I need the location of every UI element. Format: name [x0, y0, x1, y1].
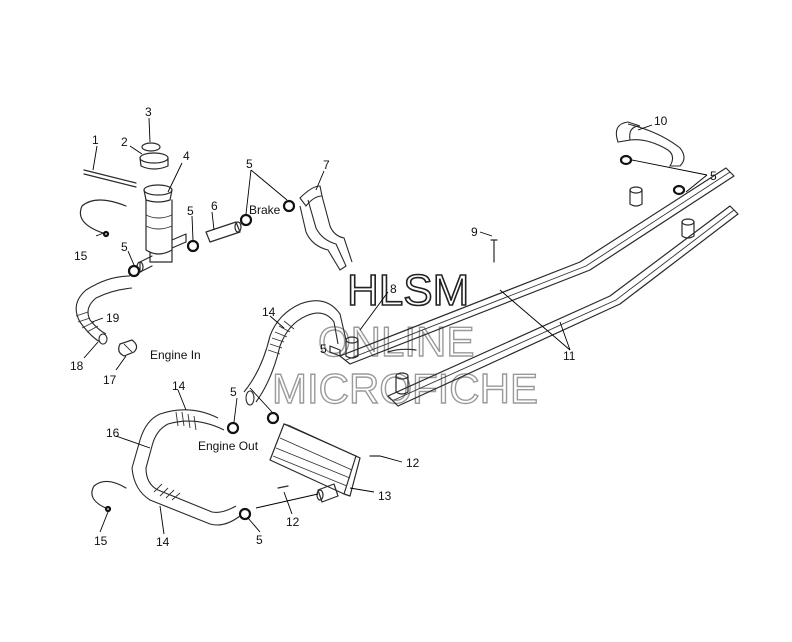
callout-7: 7 — [323, 158, 330, 172]
hose-clamps — [127, 154, 686, 521]
callout-10: 10 — [654, 114, 668, 128]
callout-5a: 5 — [187, 204, 194, 218]
part-2-cap — [139, 152, 169, 170]
part-18-engine-in-hose — [75, 275, 133, 345]
callout-3: 3 — [145, 105, 152, 119]
watermark-line-1: HLSM — [347, 266, 469, 315]
part-11-heat-exchangers — [339, 167, 739, 407]
label-engine-out: Engine Out — [198, 439, 259, 453]
callout-11: 11 — [563, 349, 576, 363]
watermark: HLSM ONLINE MICROFICHE — [271, 265, 538, 413]
part-17-clamp — [118, 339, 138, 357]
part-10-hose — [615, 121, 685, 167]
part-15-clip-upper — [79, 199, 127, 238]
part-15-clip-lower — [91, 480, 127, 513]
callout-5g: 5 — [256, 533, 263, 547]
part-7-brake-hose — [299, 185, 353, 271]
callout-15a: 15 — [74, 249, 88, 263]
callout-5e: 5 — [230, 385, 237, 399]
callout-5f: 5 — [320, 342, 327, 356]
callout-5b: 5 — [121, 240, 128, 254]
callout-19: 19 — [106, 311, 120, 325]
callout-5d: 5 — [710, 169, 717, 183]
callout-14b: 14 — [172, 379, 186, 393]
part-14-hose-upper — [243, 300, 347, 406]
callout-13: 13 — [378, 489, 392, 503]
callout-12b: 12 — [286, 515, 300, 529]
annotations: Brake Engine In Engine Out — [150, 203, 281, 453]
callout-18: 18 — [70, 359, 84, 373]
part-4-reservoir — [136, 184, 187, 273]
part-12-screws — [277, 455, 381, 489]
callout-5c: 5 — [246, 157, 253, 171]
callout-8: 8 — [390, 282, 397, 296]
part-1-rod — [83, 169, 137, 188]
callout-15b: 15 — [94, 534, 108, 548]
callout-numbers: 1 2 3 4 5 5 5 5 5 5 5 6 7 8 9 10 11 12 1… — [70, 105, 717, 549]
callout-14c: 14 — [156, 535, 170, 549]
callout-2: 2 — [121, 135, 128, 149]
part-8-fitting — [329, 345, 341, 357]
label-brake: Brake — [249, 203, 281, 217]
callout-14a: 14 — [262, 305, 276, 319]
part-16-engine-out-hose — [131, 409, 241, 526]
callout-4: 4 — [183, 149, 190, 163]
label-engine-in: Engine In — [150, 348, 201, 362]
leader-lines — [83, 117, 708, 535]
callout-17: 17 — [103, 373, 117, 387]
callout-16: 16 — [106, 426, 120, 440]
callout-6: 6 — [211, 199, 218, 213]
part-3-seal — [141, 142, 161, 152]
part-6-tube — [205, 221, 242, 243]
part-9-screw — [490, 239, 498, 263]
callout-9: 9 — [471, 225, 478, 239]
part-13-cooler — [269, 423, 361, 503]
callout-12a: 12 — [406, 456, 420, 470]
callout-1: 1 — [92, 133, 99, 147]
